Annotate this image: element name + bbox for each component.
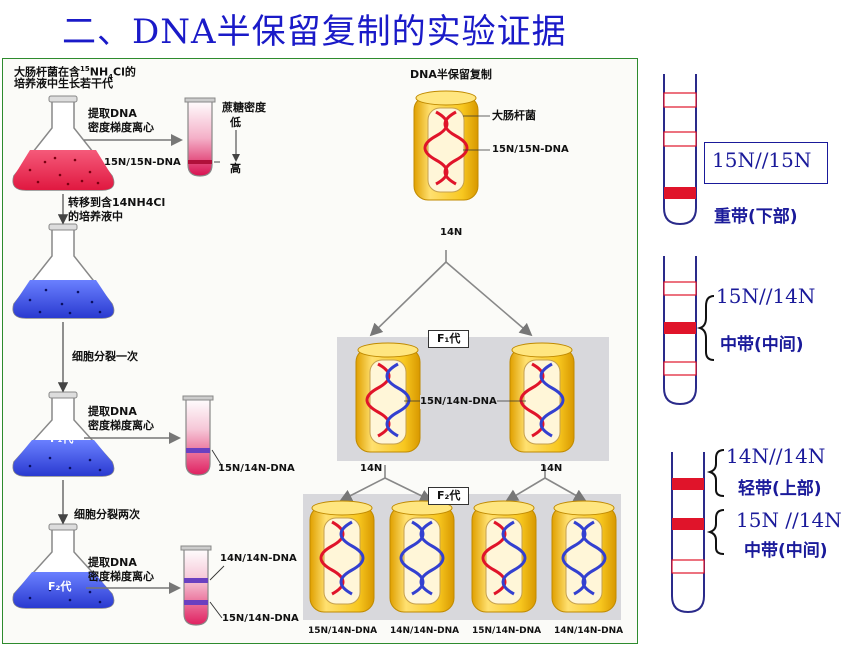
f2-bacterium-3: [471, 500, 537, 613]
band-label-15n: 15N/15N-DNA: [104, 157, 181, 168]
transfer-label-2: 的培养液中: [68, 210, 123, 223]
divide-once-label: 细胞分裂一次: [72, 350, 138, 363]
caption-line1: 大肠杆菌在含15NH4Cl的: [14, 65, 136, 81]
extract-label-1a: 提取DNA: [88, 107, 137, 120]
light-band-ratio: 14N//14N: [726, 444, 826, 468]
n14-label-top: 14N: [440, 227, 463, 238]
page-title: 二、DNA半保留复制的实验证据: [62, 12, 567, 52]
n14-label-right: 14N: [540, 463, 563, 474]
n14-label-left: 14N: [360, 463, 383, 474]
f1-flask-label: F₁代: [50, 432, 74, 445]
f2-bacterium-2: [389, 500, 455, 613]
light-band-label: 轻带(上部): [738, 479, 822, 499]
density-high: 高: [230, 162, 241, 175]
tube-15n: [184, 97, 216, 177]
transfer-label-1: 转移到含14NH4Cl: [68, 196, 166, 209]
f2-dna-label-2: 14N/14N-DNA: [390, 626, 460, 636]
extract-label-3b: 密度梯度离心: [88, 570, 154, 583]
divide-twice-label: 细胞分裂两次: [74, 508, 140, 521]
f2-dna-label-3: 15N/14N-DNA: [472, 626, 542, 636]
f1-bacterium-2: [509, 342, 575, 453]
f2-title: F₂代: [428, 487, 470, 505]
f2-bacterium-1: [309, 500, 375, 613]
replication-title: DNA半保留复制: [410, 68, 492, 81]
density-title: 蔗糖密度: [222, 101, 266, 114]
f1-dna-label: 15N/14N-DNA: [420, 395, 497, 409]
parent-bacterium: [413, 90, 479, 201]
middle-band-label: 中带(中间): [744, 541, 828, 561]
right-tube-hybrid: [663, 256, 697, 406]
f2-dna-label-4: 14N/14N-DNA: [554, 626, 624, 636]
hybrid-band-label: 中带(中间): [720, 335, 804, 355]
flask-f1: [12, 391, 115, 477]
tube-f1: [182, 395, 214, 476]
flask-15n: [12, 95, 115, 191]
flask-transfer: [12, 223, 115, 319]
bacterium-label: 大肠杆菌: [492, 109, 536, 122]
extract-label-2a: 提取DNA: [88, 405, 137, 418]
right-tube-heavy: [663, 74, 697, 226]
f1-bacterium-1: [355, 342, 421, 453]
f2-bacterium-4: [551, 500, 617, 613]
heavy-band-ratio: 15N//15N: [712, 148, 812, 172]
hybrid-band-ratio: 15N//14N: [716, 284, 816, 308]
middle-band-ratio: 15N //14N: [736, 508, 842, 532]
right-tube-mixed: [671, 452, 705, 614]
extract-label-2b: 密度梯度离心: [88, 419, 154, 432]
caption-line2: 培养液中生长若干代: [14, 77, 113, 90]
extract-label-1b: 密度梯度离心: [88, 121, 154, 134]
band-label-hybrid: 15N/14N-DNA: [218, 463, 295, 474]
parent-dna-label: 15N/15N-DNA: [492, 144, 569, 155]
f2-flask-label: F₂代: [48, 580, 72, 593]
band-label-hybrid-f2: 15N/14N-DNA: [222, 613, 299, 624]
heavy-band-label: 重带(下部): [714, 207, 798, 227]
heavy-label-box: [704, 142, 828, 184]
band-label-light: 14N/14N-DNA: [220, 553, 297, 564]
density-low: 低: [230, 116, 241, 129]
f1-title: F₁代: [428, 330, 470, 348]
extract-label-3a: 提取DNA: [88, 556, 137, 569]
f2-dna-label-1: 15N/14N-DNA: [308, 626, 378, 636]
tube-f2: [180, 545, 212, 626]
